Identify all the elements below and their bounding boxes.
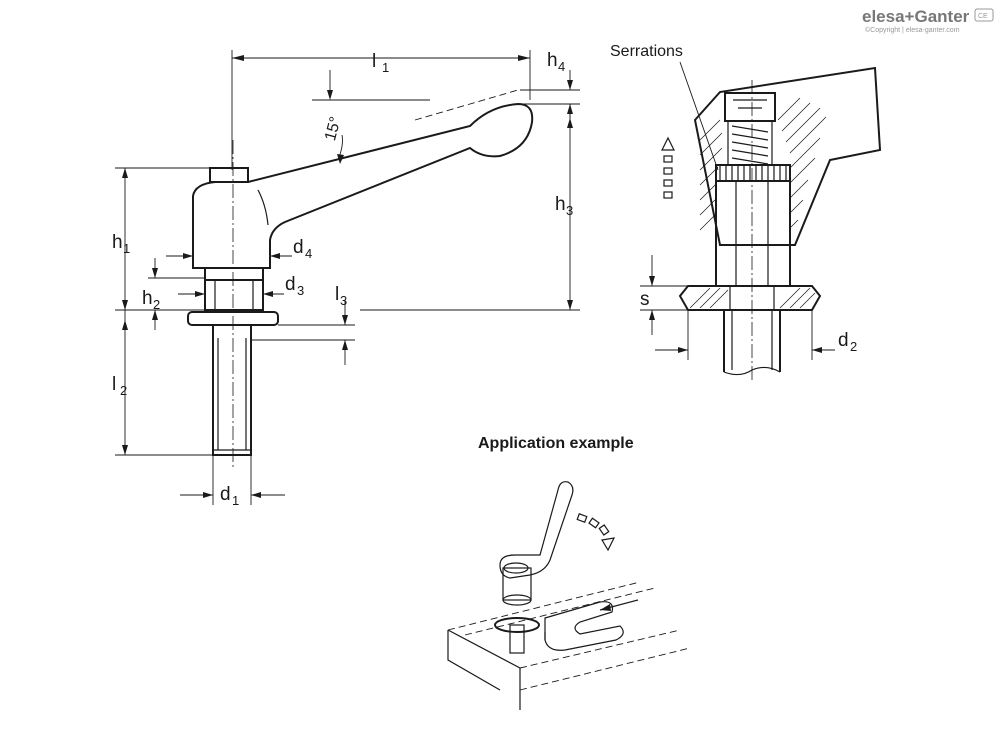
dim-l2-label: l xyxy=(112,374,116,395)
application-example-title: Application example xyxy=(478,435,634,452)
dim-h4-label: h xyxy=(547,50,558,71)
dim-d2-label: d xyxy=(838,330,849,351)
dim-d1-sub: 1 xyxy=(232,493,239,508)
ce-badge: CE xyxy=(978,13,988,20)
dim-h4-sub: 4 xyxy=(558,59,565,74)
serrations-label: Serrations xyxy=(610,43,683,60)
dim-l1-sub: 1 xyxy=(382,60,389,75)
dim-d2-sub: 2 xyxy=(850,339,857,354)
dim-h3-sub: 3 xyxy=(566,203,573,218)
dim-s-label: s xyxy=(640,289,650,310)
dim-h3-label: h xyxy=(555,194,566,215)
brand-copyright: ©Copyright | elesa-ganter.com xyxy=(865,26,960,34)
dim-l3-label: l xyxy=(335,284,339,305)
brand-logo: elesa+Ganter ©Copyright | elesa-ganter.c… xyxy=(862,7,994,34)
dim-d1-label: d xyxy=(220,484,231,505)
dim-d3-label: d xyxy=(285,274,296,295)
dim-h2-label: h xyxy=(142,288,153,309)
dim-l2-sub: 2 xyxy=(120,383,127,398)
dim-h2-sub: 2 xyxy=(153,297,160,312)
dim-d4-label: d xyxy=(293,237,304,258)
dim-h1-sub: 1 xyxy=(123,241,130,256)
dim-l3-sub: 3 xyxy=(340,293,347,308)
dim-l1-label: l xyxy=(372,51,376,72)
angle-label: 15° xyxy=(322,115,345,143)
lever-side-view: l 1 h 4 15° h 3 h 1 xyxy=(112,50,580,508)
brand-logo-text: elesa+Ganter xyxy=(862,7,970,26)
dim-h1-label: h xyxy=(112,232,123,253)
serrations-section-view: Serrations s d 2 xyxy=(610,43,882,380)
dim-d4-sub: 4 xyxy=(305,246,312,261)
application-example: Application example xyxy=(447,435,691,710)
dim-d3-sub: 3 xyxy=(297,283,304,298)
